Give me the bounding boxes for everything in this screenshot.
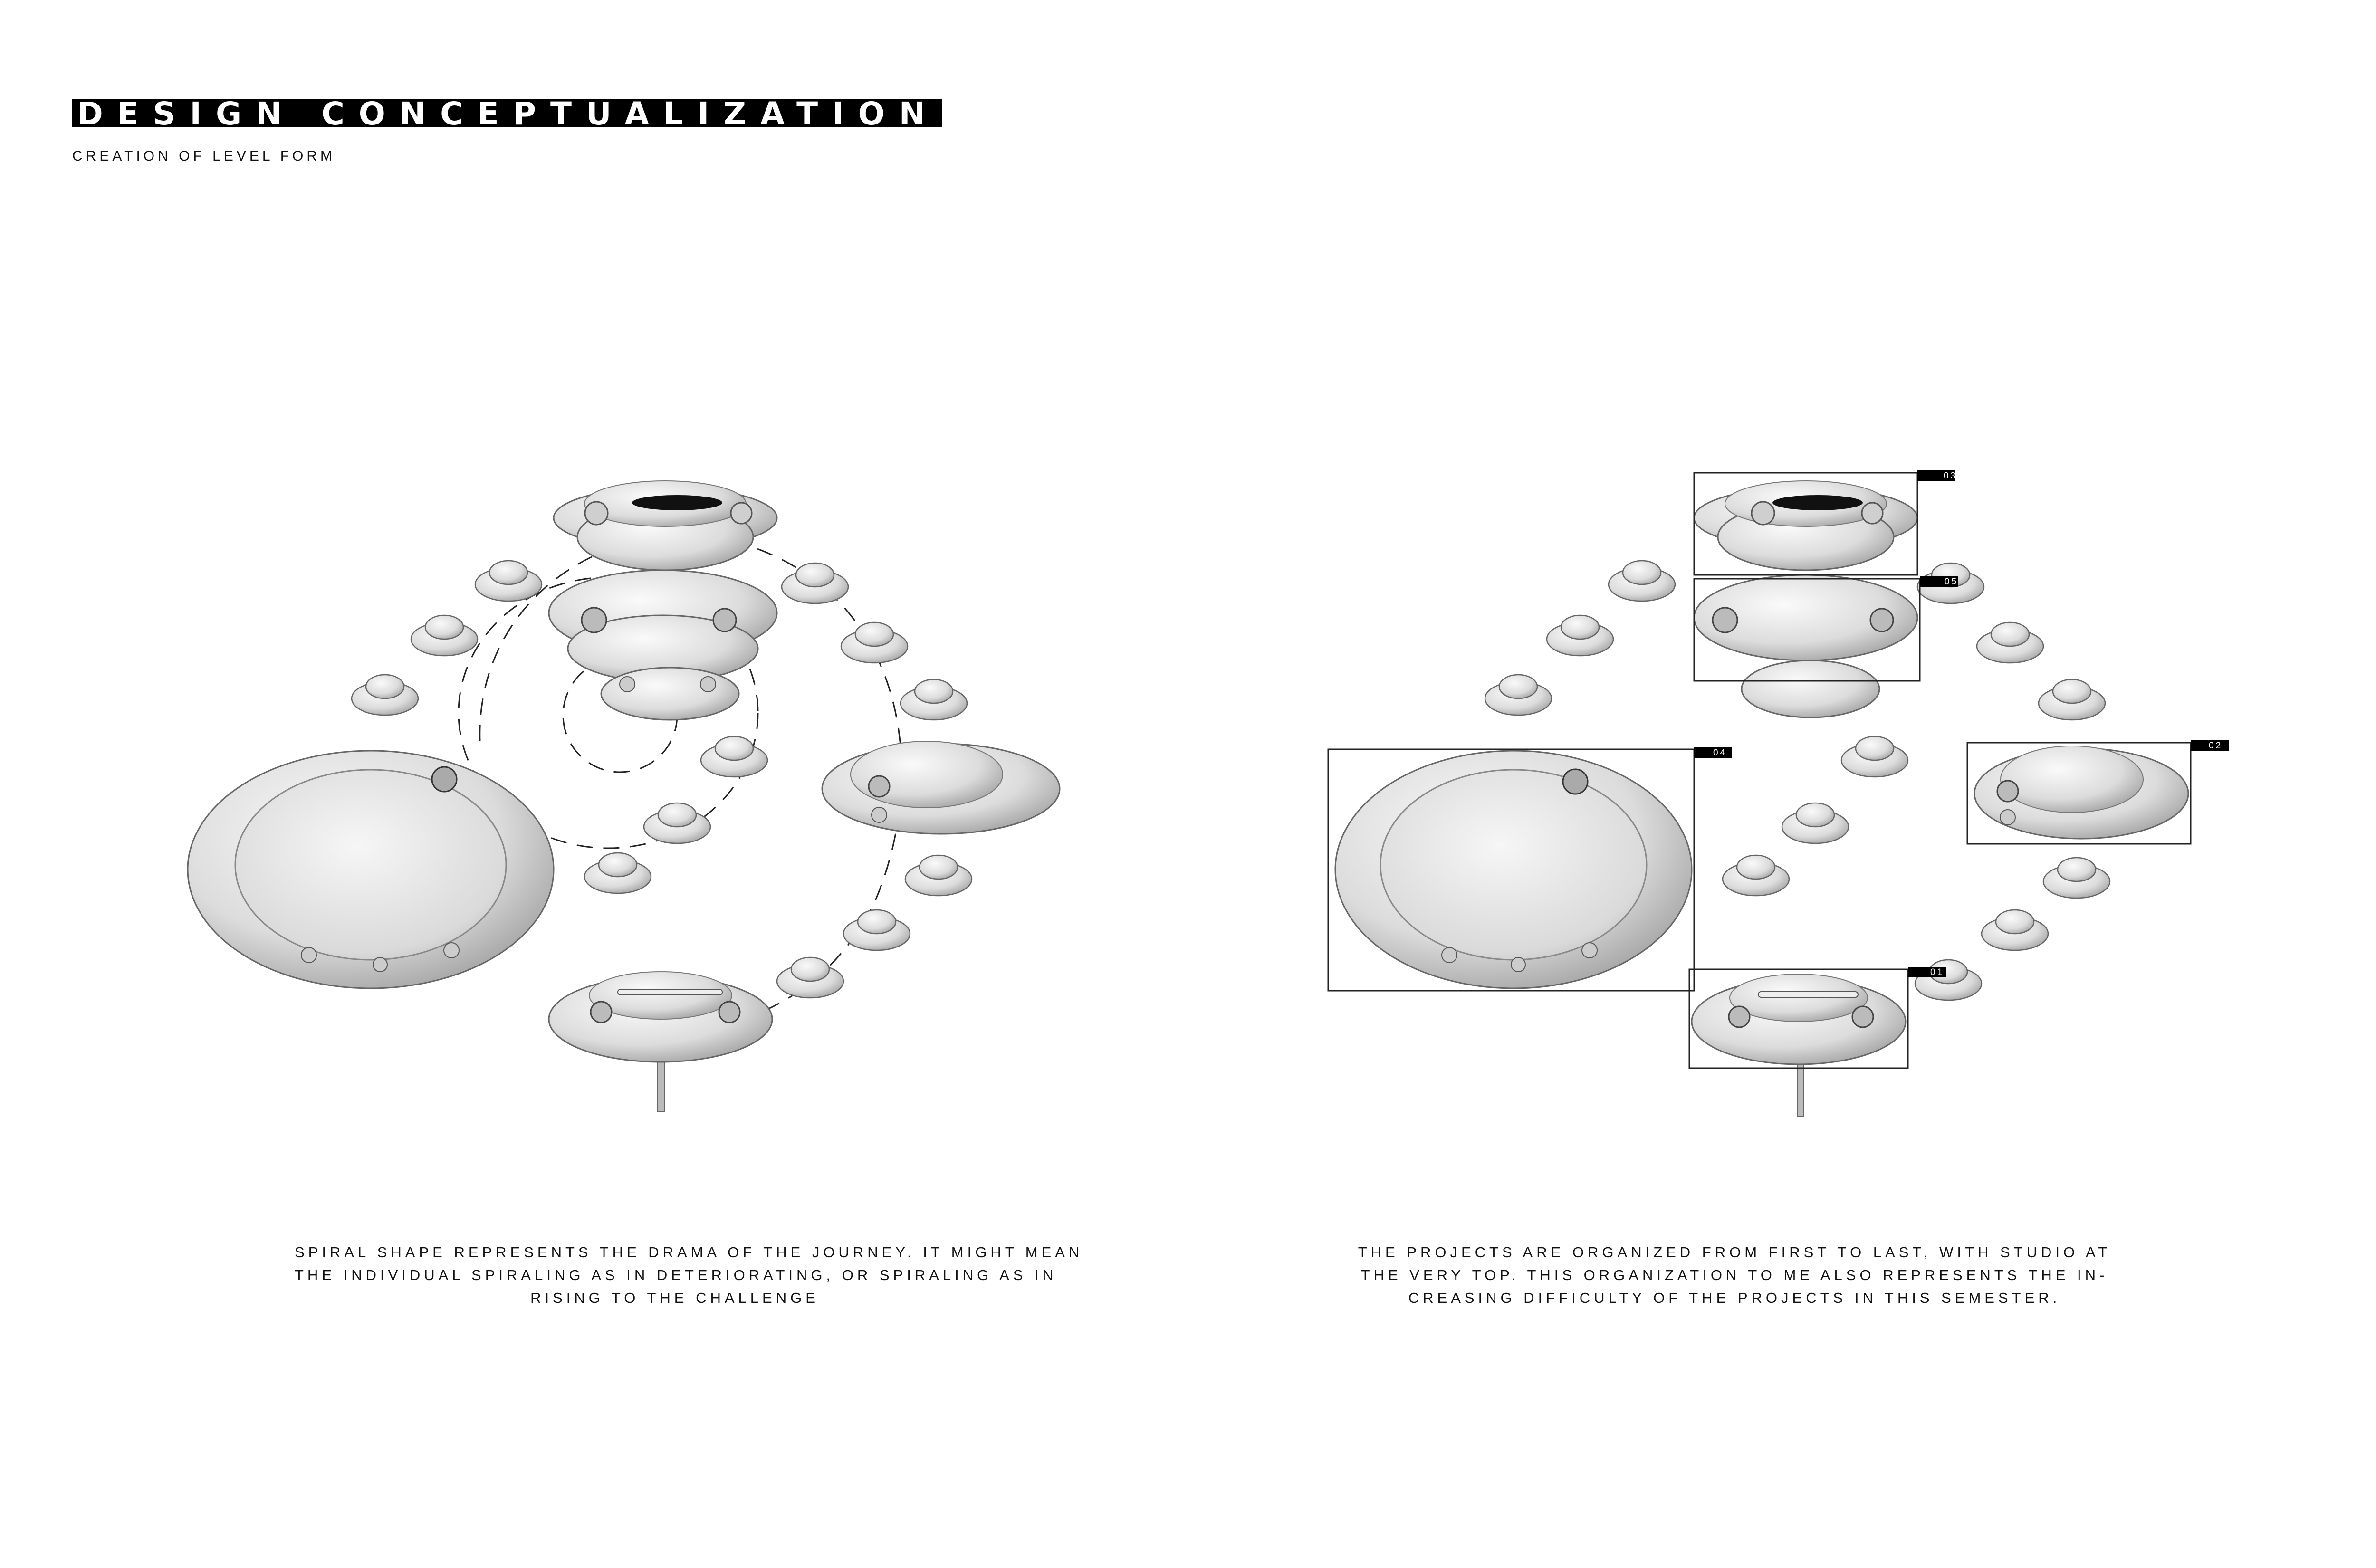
right-caption: THE PROJECTS ARE ORGANIZED FROM FIRST TO… (1354, 1241, 2115, 1310)
form-right-elongated (1974, 746, 2188, 839)
form-large-oval (188, 751, 554, 988)
label-tag-02: 02 (2191, 740, 2229, 751)
cloud-small (2039, 679, 2105, 720)
svg-text:03: 03 (1944, 471, 1957, 481)
cloud-small (1982, 910, 2048, 950)
cloud-small (1782, 803, 1849, 843)
cloud-small (843, 910, 910, 950)
form-top (554, 481, 777, 570)
cloud-small (1547, 615, 1613, 656)
cloud-small (905, 855, 972, 896)
caption-line: THE INDIVIDUAL SPIRALING AS IN DETERIORA… (295, 1264, 1055, 1287)
label-tag-01: 01 (1908, 967, 1946, 977)
cloud-small (1841, 736, 1908, 777)
form-second (1694, 575, 1917, 717)
cloud-small (841, 622, 908, 663)
form-second (549, 570, 777, 720)
cloud-small (411, 615, 478, 656)
cloud-small (1609, 561, 1675, 601)
form-bottom (1692, 974, 1906, 1064)
label-tag-03: 03 (1917, 470, 1957, 481)
cloud-small (475, 561, 542, 601)
svg-text:04: 04 (1713, 748, 1727, 758)
cloud-small (1485, 675, 1552, 715)
label-tag-05: 05 (1920, 576, 1958, 587)
form-stem (1797, 1064, 1804, 1117)
svg-text:01: 01 (1930, 967, 1944, 977)
form-top (1694, 481, 1917, 570)
form-large-oval (1335, 751, 1692, 988)
caption-line: RISING TO THE CHALLENGE (295, 1287, 1055, 1310)
svg-text:05: 05 (1945, 577, 1958, 587)
cloud-small (777, 957, 843, 998)
caption-line: THE PROJECTS ARE ORGANIZED FROM FIRST TO… (1354, 1241, 2115, 1264)
caption-line: THE VERY TOP. THIS ORGANIZATION TO ME AL… (1354, 1264, 2115, 1287)
caption-line: SPIRAL SHAPE REPRESENTS THE DRAMA OF THE… (295, 1241, 1055, 1264)
cloud-small (352, 675, 418, 715)
form-right-elongated (822, 741, 1060, 834)
label-tag-04: 04 (1694, 747, 1732, 758)
left-caption: SPIRAL SHAPE REPRESENTS THE DRAMA OF THE… (295, 1241, 1055, 1310)
cloud-small (644, 803, 710, 843)
cloud-small (1915, 960, 1982, 1000)
left-spiral-diagram (188, 481, 1060, 1112)
form-bottom (549, 972, 772, 1062)
cloud-small (2043, 858, 2110, 898)
caption-line: CREASING DIFFICULTY OF THE PROJECTS IN T… (1354, 1287, 2115, 1310)
cloud-small (901, 679, 967, 720)
cloud-small (1723, 855, 1789, 896)
cloud-small (782, 563, 848, 603)
right-organized-diagram: 03 05 04 02 01 (1328, 470, 2229, 1117)
svg-text:02: 02 (2209, 741, 2223, 751)
cloud-small (584, 853, 651, 893)
cloud-small (701, 736, 767, 777)
cloud-small (1977, 622, 2043, 663)
